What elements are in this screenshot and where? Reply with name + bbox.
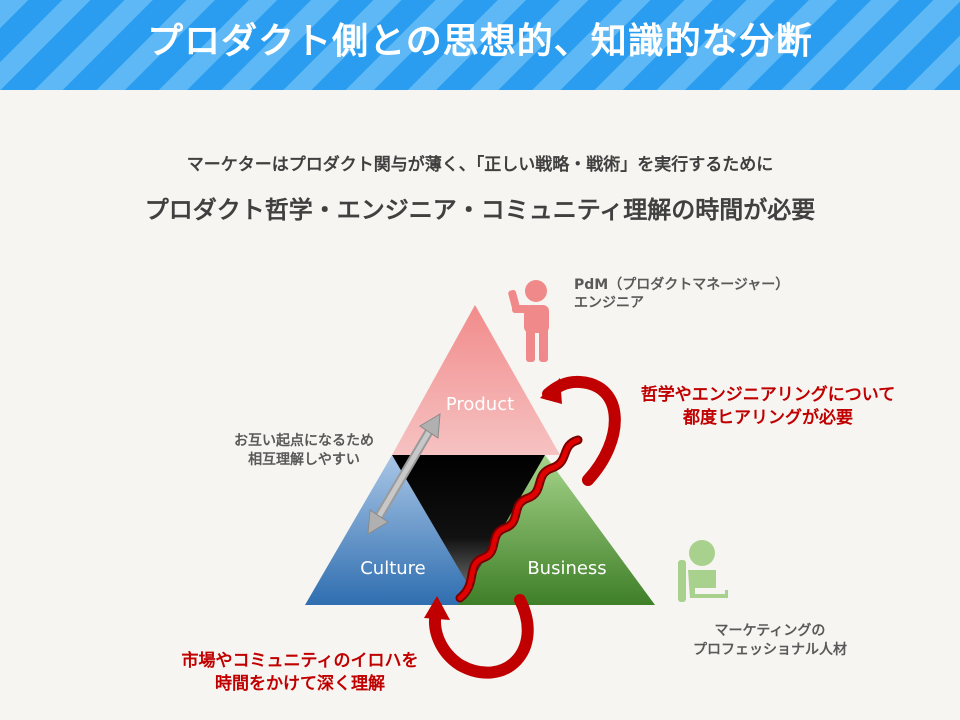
subtitle-line1: マーケターはプロダクト関与が薄く、「正しい戦略・戦術」を実行するために	[186, 155, 774, 175]
product-label: Product	[446, 394, 514, 415]
hearing-label-line1: 哲学やエンジニアリングについて	[640, 385, 896, 405]
community-label-line1: 市場やコミュニティのイロハを	[181, 651, 419, 671]
marketing-label: マーケティングの プロフェッショナル人材	[670, 622, 870, 660]
mutual-double-arrow	[367, 413, 441, 535]
culture-label: Culture	[360, 558, 426, 579]
mutual-label-line2: 相互理解しやすい	[248, 452, 360, 468]
marketing-person-icon	[678, 540, 728, 602]
business-triangle	[458, 455, 655, 605]
community-curved-arrow	[429, 594, 534, 679]
pdm-label: PdM（プロダクトマネージャー） エンジニア	[574, 276, 789, 312]
title-banner: プロダクト側との思想的、知識的な分断	[0, 0, 960, 90]
banner-stripes	[0, 0, 960, 90]
community-label: 市場やコミュニティのイロハを 時間をかけて深く理解	[150, 650, 450, 696]
business-label: Business	[527, 558, 606, 579]
mutual-label: お互い起点になるため 相互理解しやすい	[214, 432, 394, 470]
pdm-label-line2: エンジニア	[574, 295, 644, 311]
marketing-label-line2: プロフェッショナル人材	[693, 642, 847, 658]
subtitle-line2: プロダクト哲学・エンジニア・コミュニティ理解の時間が必要	[144, 196, 816, 224]
hearing-arrowhead	[540, 378, 562, 404]
center-overlap-area	[392, 455, 545, 605]
page-title: プロダクト側との思想的、知識的な分断	[147, 21, 813, 62]
marketing-label-line1: マーケティングの	[714, 623, 826, 639]
community-arrowhead	[424, 596, 450, 620]
pdm-person-icon	[508, 280, 549, 362]
culture-triangle	[305, 455, 480, 605]
red-zigzag-highlight	[457, 437, 581, 601]
community-label-line2: 時間をかけて深く理解	[215, 674, 385, 694]
pdm-label-line1: PdM（プロダクトマネージャー）	[574, 277, 790, 293]
mutual-label-line1: お互い起点になるため	[234, 433, 374, 449]
hearing-label: 哲学やエンジニアリングについて 都度ヒアリングが必要	[618, 384, 918, 430]
hearing-label-line2: 都度ヒアリングが必要	[683, 408, 853, 428]
